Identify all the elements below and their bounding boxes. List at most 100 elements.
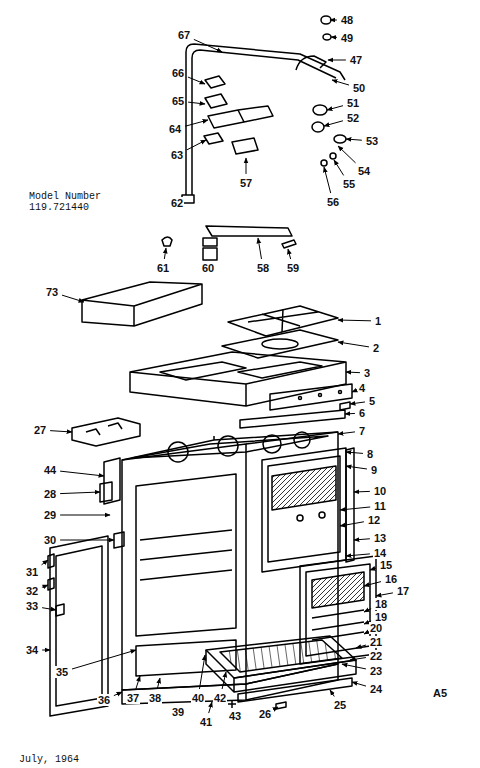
callout-number: 28 bbox=[43, 488, 57, 500]
callout-number: 10 bbox=[373, 485, 387, 497]
leader-line bbox=[356, 645, 366, 648]
callout-number: 20 bbox=[369, 622, 383, 634]
figure-code: A5 bbox=[432, 687, 448, 699]
valve-knob bbox=[312, 122, 324, 132]
leader-line bbox=[327, 106, 343, 110]
callout-number: 18 bbox=[374, 598, 388, 610]
callout-number: 4 bbox=[358, 382, 366, 394]
leader-line bbox=[187, 140, 206, 150]
callout-number: 24 bbox=[369, 683, 383, 695]
leader-line bbox=[222, 672, 226, 689]
leader-line bbox=[114, 692, 122, 696]
model-number: Model Number 119.721440 bbox=[28, 191, 116, 213]
leader-line bbox=[199, 655, 205, 689]
broiler-grill bbox=[220, 640, 342, 672]
burner bbox=[218, 436, 238, 456]
side-panel-inner bbox=[268, 456, 340, 562]
broiler-opening bbox=[136, 640, 236, 676]
callout-number: 31 bbox=[25, 566, 39, 578]
callout-number: 40 bbox=[191, 692, 205, 704]
callout-number: 57 bbox=[239, 177, 253, 189]
valve-knob bbox=[334, 135, 346, 143]
callout-number: 26 bbox=[258, 708, 272, 720]
burner-valve bbox=[232, 138, 258, 154]
callout-number: 5 bbox=[368, 395, 376, 407]
callout-number: 52 bbox=[346, 112, 360, 124]
callout-number: 42 bbox=[213, 692, 227, 704]
burner-box-bracket bbox=[72, 418, 140, 446]
leader-line bbox=[332, 80, 349, 85]
leader-line bbox=[42, 608, 56, 610]
callout-number: 38 bbox=[148, 692, 162, 704]
callout-number: 11 bbox=[373, 500, 387, 512]
callout-number: 32 bbox=[25, 585, 39, 597]
date-note: July, 1964 bbox=[18, 754, 80, 765]
leader-line bbox=[342, 664, 366, 669]
leader-line bbox=[350, 402, 365, 404]
leader-line bbox=[258, 238, 261, 259]
leader-line bbox=[352, 391, 355, 392]
leader-line bbox=[62, 295, 84, 302]
leader-line bbox=[194, 39, 222, 52]
leader-line bbox=[338, 432, 355, 434]
leader-line bbox=[334, 160, 344, 175]
valve-body bbox=[208, 106, 273, 128]
callout-number: 73 bbox=[45, 286, 59, 298]
leader-line bbox=[350, 658, 366, 660]
door-liner bbox=[56, 604, 64, 616]
leader-line bbox=[324, 121, 343, 126]
trim-strip bbox=[240, 410, 345, 428]
callout-number: 7 bbox=[358, 425, 366, 437]
leader-line bbox=[60, 515, 110, 516]
callout-number: 50 bbox=[352, 82, 366, 94]
top-opening bbox=[160, 362, 322, 380]
leader-line bbox=[72, 650, 136, 669]
leader-line bbox=[60, 471, 104, 476]
callout-number: 17 bbox=[396, 585, 410, 597]
side-bracket bbox=[100, 482, 112, 502]
leader-line bbox=[346, 466, 367, 469]
callout-number: 48 bbox=[340, 14, 354, 26]
callout-number: 44 bbox=[43, 464, 57, 476]
callout-number: 13 bbox=[373, 532, 387, 544]
leader-line bbox=[50, 431, 72, 432]
grate bbox=[228, 306, 338, 336]
leader-line bbox=[376, 593, 393, 596]
callout-number: 23 bbox=[369, 665, 383, 677]
callout-number: 39 bbox=[171, 706, 185, 718]
callout-number: 43 bbox=[228, 710, 242, 722]
callout-number: 37 bbox=[126, 692, 140, 704]
callout-number: 30 bbox=[43, 534, 57, 546]
valve bbox=[205, 94, 227, 108]
top-trim bbox=[270, 384, 352, 410]
leader-line bbox=[338, 320, 371, 322]
wire-clip bbox=[296, 56, 326, 70]
door-hinge bbox=[114, 532, 124, 548]
leader-line bbox=[330, 690, 334, 696]
leader-line bbox=[354, 491, 370, 493]
callout-number: 53 bbox=[365, 135, 379, 147]
callout-number: 54 bbox=[357, 165, 371, 177]
callout-number: 56 bbox=[326, 196, 340, 208]
leader-line bbox=[246, 158, 247, 174]
valve bbox=[204, 133, 223, 144]
callout-number: 6 bbox=[358, 407, 366, 419]
door-handle bbox=[48, 554, 54, 590]
valve-knob bbox=[313, 105, 327, 115]
leveling-leg bbox=[276, 702, 286, 709]
callout-number: 49 bbox=[340, 32, 354, 44]
leader-line bbox=[340, 507, 370, 510]
panel-rail bbox=[312, 610, 364, 640]
callout-number: 1 bbox=[374, 315, 382, 327]
leader-line bbox=[370, 568, 376, 570]
callout-number: 65 bbox=[171, 95, 185, 107]
orifice-fitting bbox=[203, 248, 217, 260]
oven-rack bbox=[140, 530, 232, 580]
insulation bbox=[312, 572, 364, 608]
leader-line bbox=[209, 702, 212, 713]
leader-line bbox=[185, 120, 208, 126]
leader-line bbox=[364, 633, 366, 634]
door-inner bbox=[56, 546, 102, 706]
callout-number: 63 bbox=[170, 149, 184, 161]
